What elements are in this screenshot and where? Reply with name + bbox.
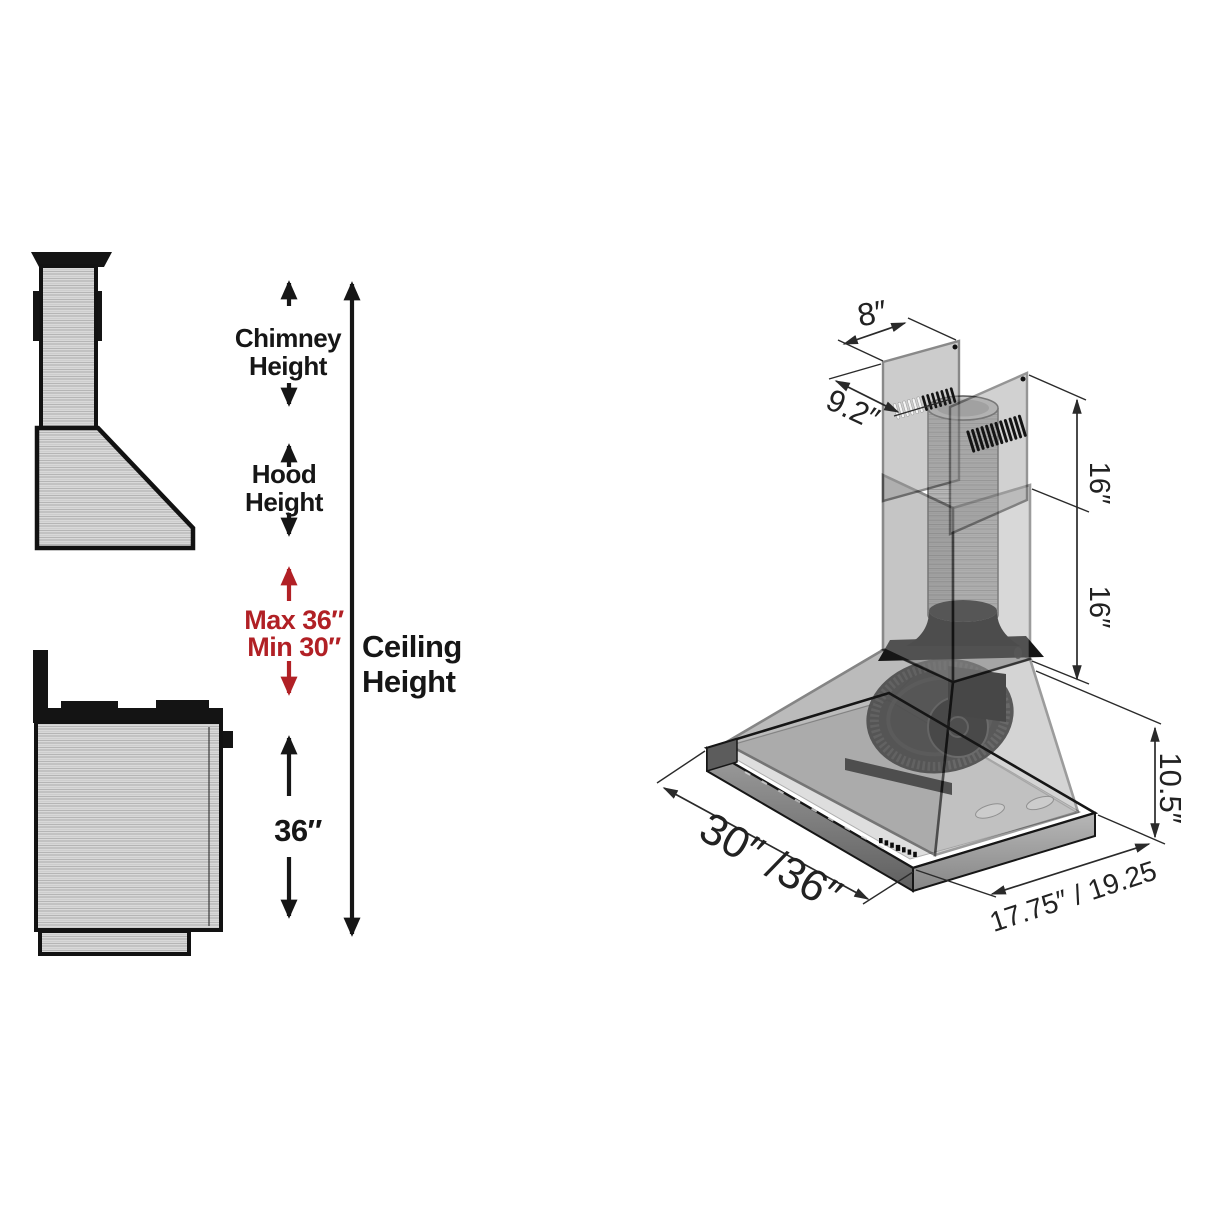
range-backsplash bbox=[33, 650, 48, 713]
hood-body-height-label: 10.5″ bbox=[1153, 752, 1188, 823]
duct-width-label: 9.2″ bbox=[821, 382, 885, 437]
chimney-lower-face-left bbox=[881, 472, 955, 685]
dimension-chimney-heights: 16″ 16″ bbox=[1028, 374, 1115, 685]
chimney-height-label-line2: Height bbox=[249, 351, 328, 381]
dimension-hood-body-height: 10.5″ bbox=[1035, 670, 1188, 845]
side-view-wall-hood bbox=[31, 252, 196, 551]
chimney-upper-panel-left bbox=[881, 339, 961, 503]
cooktop-band bbox=[33, 708, 223, 723]
oven-drawer bbox=[38, 929, 191, 956]
clearance-min-label: Min 30″ bbox=[247, 632, 341, 662]
hood-lamp-right bbox=[1026, 795, 1054, 811]
wall-bracket-left bbox=[33, 291, 39, 341]
isometric-hood bbox=[703, 339, 1099, 893]
hood-height-label-line2: Height bbox=[245, 487, 324, 517]
clearance-annotations: Chimney Height Hood Height Max 36″ Min 3… bbox=[235, 280, 462, 937]
control-buttons bbox=[879, 838, 917, 857]
chimney-upper-panel-right bbox=[948, 371, 1029, 536]
panel-screw-left bbox=[952, 344, 958, 350]
hood-height-label-line1: Hood bbox=[252, 459, 316, 489]
chimney-body bbox=[39, 264, 98, 430]
range-body bbox=[34, 720, 223, 932]
burner-grate-left bbox=[61, 701, 118, 712]
chimney-cap bbox=[31, 252, 112, 267]
vent-slots-right bbox=[966, 414, 1027, 453]
chimney-upper-height-label: 16″ bbox=[1083, 462, 1115, 505]
range-to-hood-label: 36″ bbox=[274, 813, 322, 848]
duct-depth-label: 8″ bbox=[855, 293, 890, 334]
panel-screw-right bbox=[1020, 376, 1026, 382]
clearance-max-label: Max 36″ bbox=[244, 605, 344, 635]
hood-depth-label: 17.75″ / 19.25 bbox=[986, 855, 1160, 938]
logo-mark bbox=[1014, 647, 1022, 659]
dimension-duct-depth: 8″ bbox=[837, 293, 957, 362]
hood-lamp-left bbox=[975, 803, 1005, 819]
chimney-lower-height-label: 16″ bbox=[1083, 586, 1115, 629]
chimney-lower-face-right bbox=[951, 483, 1032, 684]
chimney-height-label-line1: Chimney bbox=[235, 323, 342, 353]
rim-end-cap bbox=[706, 737, 738, 773]
wall-bracket-right bbox=[96, 291, 102, 341]
ceiling-height-label-line1: Ceiling bbox=[362, 629, 462, 664]
side-view-range bbox=[33, 650, 233, 956]
ceiling-height-label-line2: Height bbox=[362, 664, 456, 699]
hood-body bbox=[34, 425, 196, 551]
